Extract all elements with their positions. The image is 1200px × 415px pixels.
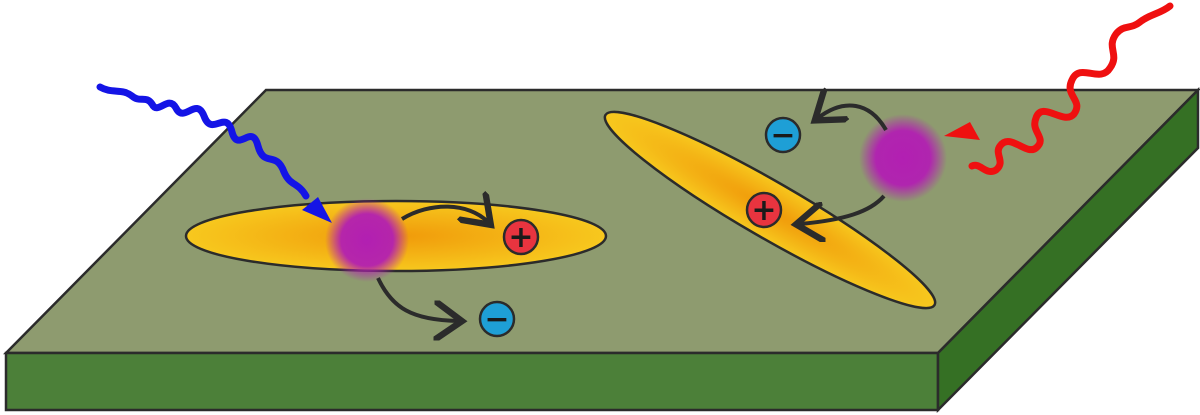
slab-side-face xyxy=(936,86,1200,414)
arrow-to-left-electron xyxy=(376,277,458,321)
substrate-slab xyxy=(3,86,1200,414)
red-photon-arrowhead xyxy=(944,122,980,140)
left-hole-symbol: + xyxy=(508,220,533,255)
right-electron-charge: − xyxy=(764,116,802,154)
right-exciton xyxy=(859,114,947,202)
blue-photon-wave xyxy=(96,83,310,200)
red-photon-wave xyxy=(968,2,1174,175)
left-electron-symbol: − xyxy=(484,302,509,337)
arrow-to-left-hole xyxy=(400,207,488,222)
blue-photon-arrowhead xyxy=(302,197,332,223)
arrow-to-right-electron xyxy=(818,106,888,132)
right-hole-symbol: + xyxy=(751,193,776,228)
left-electron-charge: − xyxy=(478,300,516,338)
left-hole-charge: + xyxy=(502,218,540,256)
right-electron-symbol: − xyxy=(770,118,795,153)
arrow-to-right-hole xyxy=(800,194,886,224)
right-hole-charge: + xyxy=(745,191,783,229)
slab-front-face xyxy=(4,351,940,412)
left-exciton xyxy=(325,198,409,282)
